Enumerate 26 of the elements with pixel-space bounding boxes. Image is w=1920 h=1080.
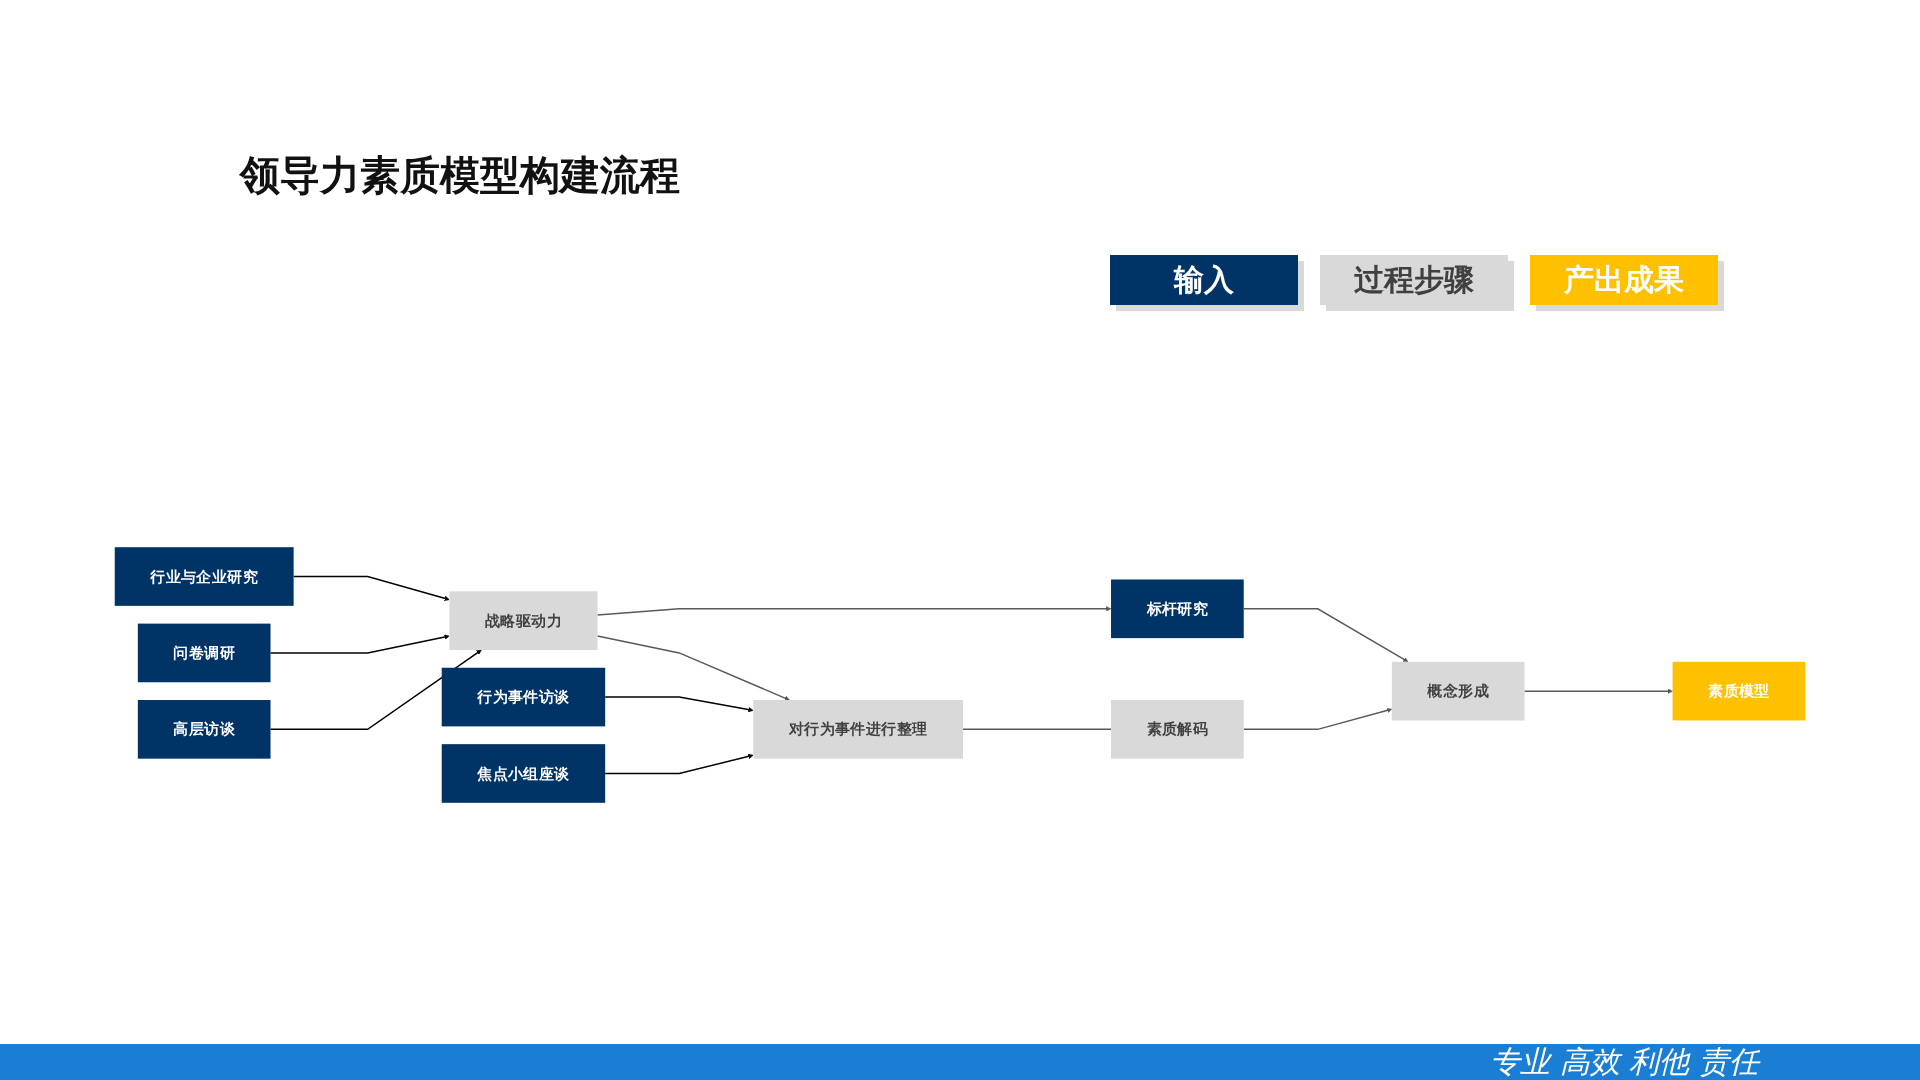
legend-label: 输入 [1174,260,1234,299]
process-box: 战略驱动力 [449,591,598,650]
arrow [604,696,754,713]
diagram-title: 领导力素质模型构建流程 [240,151,680,200]
arrow [1523,688,1673,694]
process-box: 素质解码 [1111,700,1244,759]
arrow [1243,707,1393,731]
arrow [292,575,450,601]
footer-slogan: 专业 高效 利他 责任 [1490,1044,1759,1080]
input-box: 标杆研究 [1111,579,1244,639]
input-box: 问卷调研 [137,623,271,683]
arrow [604,753,754,775]
arrow [596,635,790,701]
input-box: 行为事件访谈 [441,667,606,727]
arrow [269,649,482,731]
arrow [1243,608,1409,663]
legend-label: 过程步骤 [1354,260,1474,299]
input-box: 焦点小组座谈 [441,744,606,803]
input-box: 行业与企业研究 [114,547,294,606]
process-box: 概念形成 [1391,661,1525,721]
process-box: 对行为事件进行整理 [753,700,963,759]
input-box: 高层访谈 [137,700,271,759]
arrow [269,634,450,654]
output-box: 素质模型 [1672,661,1806,721]
legend-label: 产出成果 [1564,260,1684,299]
arrow [596,606,1112,616]
